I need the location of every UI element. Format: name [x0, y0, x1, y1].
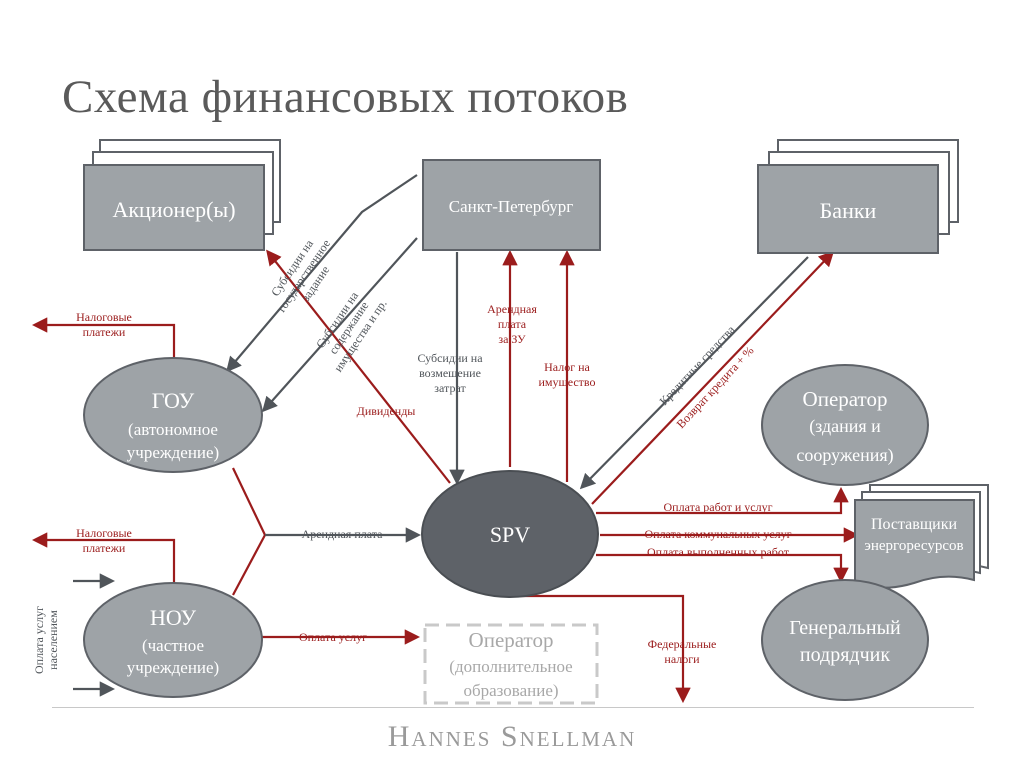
- label-property-tax-2: имущество: [538, 375, 595, 389]
- label-tax-nou-1: Налоговые: [76, 526, 132, 540]
- nou-line3: учреждение): [127, 658, 219, 677]
- label-pay-utilities: Оплата коммунальных услуг: [644, 527, 791, 541]
- flow-loan-return: [591, 250, 835, 505]
- nou-line2: (частное: [142, 636, 204, 655]
- gou-line3: учреждение): [127, 443, 219, 462]
- operator-edu-node: Оператор (дополнительное образование): [423, 623, 599, 705]
- banks-label: Банки: [820, 198, 877, 223]
- nou-title: НОУ: [150, 605, 197, 630]
- flow-subsidy-maintenance: [261, 237, 418, 413]
- label-rent: Арендная плата: [302, 527, 384, 541]
- label-property-tax-1: Налог на: [544, 360, 590, 374]
- flow-dividends: [266, 249, 451, 484]
- label-dividends: Дивиденды: [357, 404, 416, 418]
- gou-line2: (автономное: [128, 420, 218, 439]
- label-tax-gou-1: Налоговые: [76, 310, 132, 324]
- label-population-services-2: населением: [46, 610, 60, 670]
- flow-nou-tax: [31, 532, 176, 590]
- footer-logo: Hannes Snellman: [387, 720, 637, 753]
- label-pay-completed-works: Оплата выполненных работ: [647, 545, 790, 559]
- spv-label: SPV: [490, 522, 530, 547]
- operator-building-line3: сооружения): [796, 445, 893, 466]
- suppliers-node: Поставщики энергоресурсов: [854, 484, 989, 589]
- label-federal-taxes-1: Федеральные: [648, 637, 717, 651]
- gou-node: ГОУ (автономное учреждение): [83, 357, 263, 473]
- label-land-rent-2: плата: [498, 317, 527, 331]
- label-population-services-1: Оплата услуг: [32, 606, 46, 674]
- flow-credit-funds: [579, 256, 809, 490]
- operator-building-title: Оператор: [803, 387, 888, 411]
- general-contractor-line2: подрядчик: [800, 644, 890, 666]
- footer-divider: [52, 707, 974, 708]
- general-contractor-line1: Генеральный: [789, 617, 901, 639]
- flow-pay-completed-works: [596, 553, 849, 584]
- suppliers-line1: Поставщики: [871, 516, 958, 533]
- label-land-rent-3: за ЗУ: [498, 332, 526, 346]
- label-subsidy-costs-1: Субсидии на: [417, 351, 483, 365]
- page-title: Схема финансовых потоков: [62, 71, 629, 123]
- spb-node: Санкт-Петербург: [422, 159, 601, 251]
- label-subsidy-costs-3: затрат: [434, 381, 466, 395]
- general-contractor-node: Генеральный подрядчик: [761, 579, 929, 701]
- flow-pay-works-services: [596, 486, 849, 515]
- operator-building-line2: (здания и: [809, 416, 881, 437]
- flow-rent-from-gou: [232, 467, 266, 536]
- spv-node: SPV: [421, 470, 599, 598]
- shareholders-label: Акционер(ы): [112, 197, 235, 222]
- gou-title: ГОУ: [152, 388, 195, 413]
- spb-label: Санкт-Петербург: [449, 197, 573, 216]
- flow-subsidy-state-task: [226, 174, 418, 373]
- operator-edu-line3: образование): [463, 681, 558, 700]
- flow-rent-from-nou: [232, 534, 266, 596]
- banks-node: Банки: [757, 139, 959, 254]
- flow-federal-taxes: [520, 594, 691, 704]
- label-tax-gou-2: платежи: [83, 325, 126, 339]
- operator-edu-title: Оператор: [469, 628, 554, 652]
- flow-lines: [31, 174, 860, 704]
- flow-gou-tax: [31, 317, 176, 358]
- label-pay-services: Оплата услуг: [299, 630, 367, 644]
- suppliers-line2: энергоресурсов: [864, 538, 963, 554]
- label-land-rent-1: Арендная: [487, 302, 537, 316]
- nou-node: НОУ (частное учреждение): [83, 582, 263, 698]
- operator-edu-line2: (дополнительное: [449, 657, 572, 676]
- shareholders-node: Акционер(ы): [83, 139, 281, 251]
- label-pay-works-services: Оплата работ и услуг: [664, 500, 773, 514]
- label-federal-taxes-2: налоги: [664, 652, 700, 666]
- label-tax-nou-2: платежи: [83, 541, 126, 555]
- label-subsidy-costs-2: возмещение: [419, 366, 481, 380]
- operator-building-node: Оператор (здания и сооружения): [761, 364, 929, 486]
